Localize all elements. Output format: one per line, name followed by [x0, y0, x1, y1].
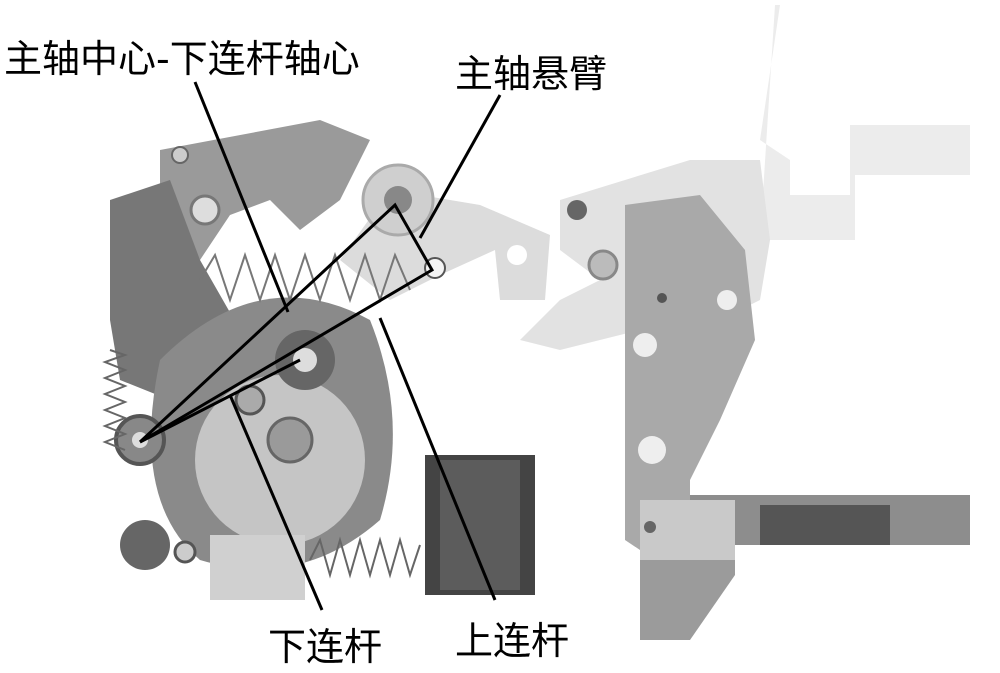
leader-line-main-axis-arm	[418, 94, 502, 239]
leader-line-main-axis-lower-link	[193, 81, 290, 313]
label-lower-link: 下连杆	[268, 625, 383, 669]
right-frame	[520, 5, 970, 640]
triangle-inner-line	[139, 358, 301, 444]
triangle-main-axis-lower-link	[138, 202, 435, 444]
leader-line-upper-link	[378, 317, 497, 601]
leader-lines	[138, 81, 502, 611]
label-main-axis-arm: 主轴悬臂	[455, 52, 608, 96]
main-axis-arm-part	[340, 163, 550, 300]
label-main-axis-lower-link: 主轴中心-下连杆轴心	[4, 37, 360, 81]
leader-line-lower-link	[228, 394, 324, 611]
left-mechanism	[102, 120, 535, 600]
label-upper-link: 上连杆	[455, 619, 570, 663]
